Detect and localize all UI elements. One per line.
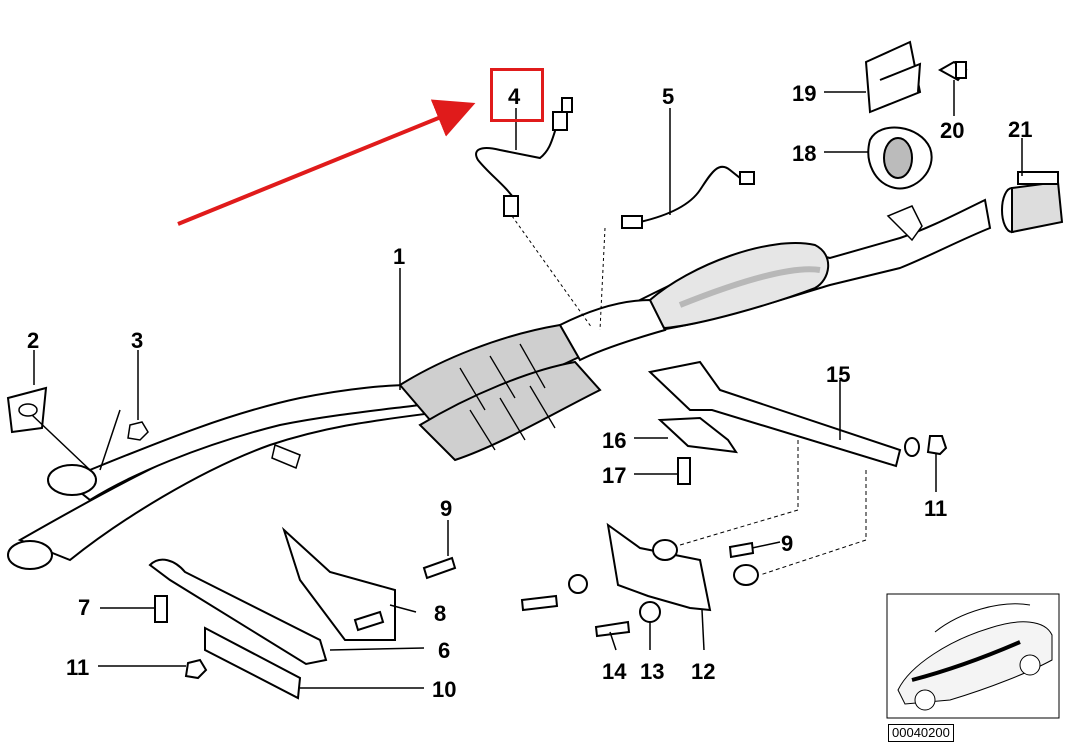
oxygen-sensor-4 [475, 97, 593, 329]
callout-label-3: 3 [131, 328, 144, 353]
callout-label-10: 10 [432, 677, 457, 702]
callout-label-11a: 11 [66, 655, 90, 680]
callout-label-20: 20 [940, 118, 965, 143]
callout-label-21: 21 [1008, 117, 1033, 142]
callout-label-17: 17 [602, 463, 627, 488]
highlight-arrow [177, 99, 476, 226]
callout-label-12: 12 [691, 659, 716, 684]
callout-label-1: 1 [393, 244, 406, 269]
callout-label-19: 19 [792, 81, 817, 106]
callout-label-5: 5 [662, 84, 675, 109]
callout-label-6: 6 [438, 638, 451, 663]
callout-label-13: 13 [640, 659, 665, 684]
oxygen-sensor-5 [599, 165, 755, 331]
callout-label-2: 2 [27, 328, 40, 353]
diagram-reference-code: 00040200 [888, 724, 954, 743]
vehicle-location-inset [886, 593, 1060, 719]
callout-label-15: 15 [826, 362, 851, 387]
callout-label-18: 18 [792, 141, 817, 166]
callout-label-14: 14 [602, 659, 627, 684]
callout-label-8: 8 [434, 601, 447, 626]
callout-label-9b: 9 [781, 531, 794, 556]
highlight-box [490, 68, 544, 122]
callout-label-16: 16 [602, 428, 627, 453]
callout-label-11b: 11 [924, 496, 948, 521]
callout-label-9a: 9 [440, 496, 453, 521]
callout-label-4: 4 [508, 84, 521, 109]
callout-label-7: 7 [78, 595, 91, 620]
